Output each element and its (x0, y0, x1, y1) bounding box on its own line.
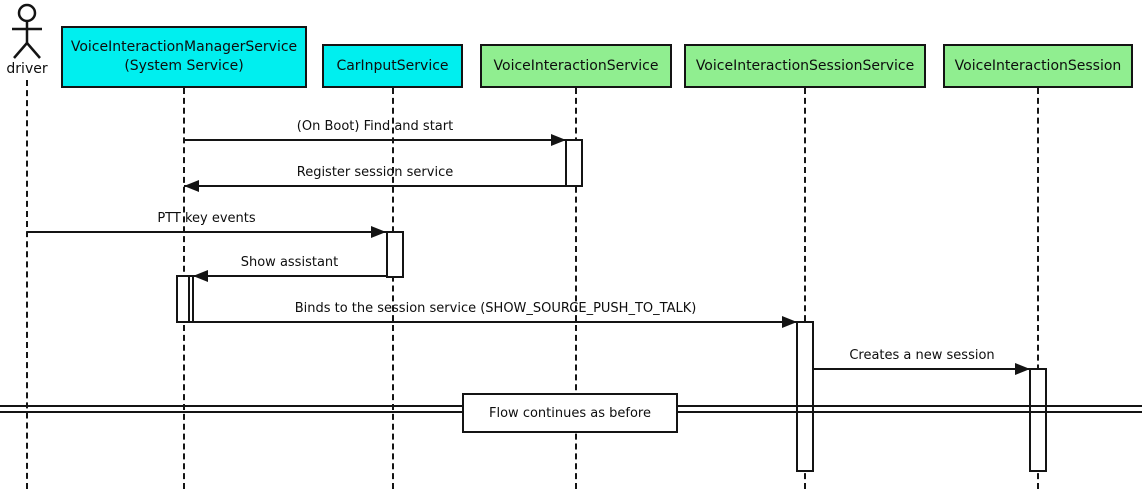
message-line-ptt-key-events (27, 231, 386, 233)
message-label-ptt-key-events: PTT key events (157, 211, 256, 226)
message-label-binds-to-session-service: Binds to the session service (SHOW_SOURC… (294, 301, 697, 316)
arrow-left-icon (184, 180, 199, 192)
message-label-show-assistant: Show assistant (240, 255, 339, 270)
message-line-binds-to-session-service (194, 321, 797, 323)
actor-label: driver (6, 61, 48, 77)
participant-voice-interaction-service: VoiceInteractionService (480, 44, 672, 88)
message-label-creates-a-new-session: Creates a new session (849, 348, 995, 363)
participant-label: VoiceInteractionSession (954, 57, 1122, 74)
activation-bar-voice-interaction-session-service (796, 321, 814, 472)
participant-sublabel: (System Service) (124, 58, 244, 74)
actor-driver: driver (0, 2, 54, 77)
lifeline-voice-interaction-session (1037, 88, 1039, 489)
participant-label: VoiceInteractionService (493, 57, 659, 74)
activation-bar-voice-interaction-service (565, 139, 583, 187)
arrow-right-icon (1015, 363, 1030, 375)
message-label-register-session-service: Register session service (296, 165, 454, 180)
arrow-right-icon (782, 316, 797, 328)
participant-label: VoiceInteractionSessionService (695, 57, 915, 74)
arrow-right-icon (551, 134, 566, 146)
participant-label: VoiceInteractionManagerService (70, 39, 298, 55)
message-line-show-assistant (193, 275, 386, 277)
activation-bar-voice-interaction-manager-service (176, 275, 194, 323)
person-icon (12, 3, 42, 59)
message-line-on-boot-find-and-start (184, 139, 566, 141)
arrow-right-icon (371, 226, 386, 238)
activation-bar-voice-interaction-session (1029, 368, 1047, 472)
lifeline-car-input-service (392, 88, 394, 489)
divider: Flow continues as before (462, 393, 678, 433)
message-line-creates-a-new-session (814, 368, 1030, 370)
activation-bar-car-input-service (386, 231, 404, 278)
message-line-register-session-service (184, 185, 566, 187)
participant-voice-interaction-session-service: VoiceInteractionSessionService (684, 44, 926, 88)
message-label-on-boot-find-and-start: (On Boot) Find and start (296, 119, 454, 134)
lifeline-voice-interaction-session-service (804, 88, 806, 489)
participant-voice-interaction-session: VoiceInteractionSession (943, 44, 1133, 88)
lifeline-driver (26, 80, 28, 489)
divider-label: Flow continues as before (489, 405, 651, 421)
participant-voice-interaction-manager-service: VoiceInteractionManagerService (System S… (61, 26, 307, 88)
lifeline-voice-interaction-service (575, 88, 577, 489)
participant-label: CarInputService (336, 57, 449, 74)
participant-car-input-service: CarInputService (322, 44, 463, 88)
arrow-left-icon (193, 270, 208, 282)
activation-bar-nested-edge (188, 275, 190, 323)
